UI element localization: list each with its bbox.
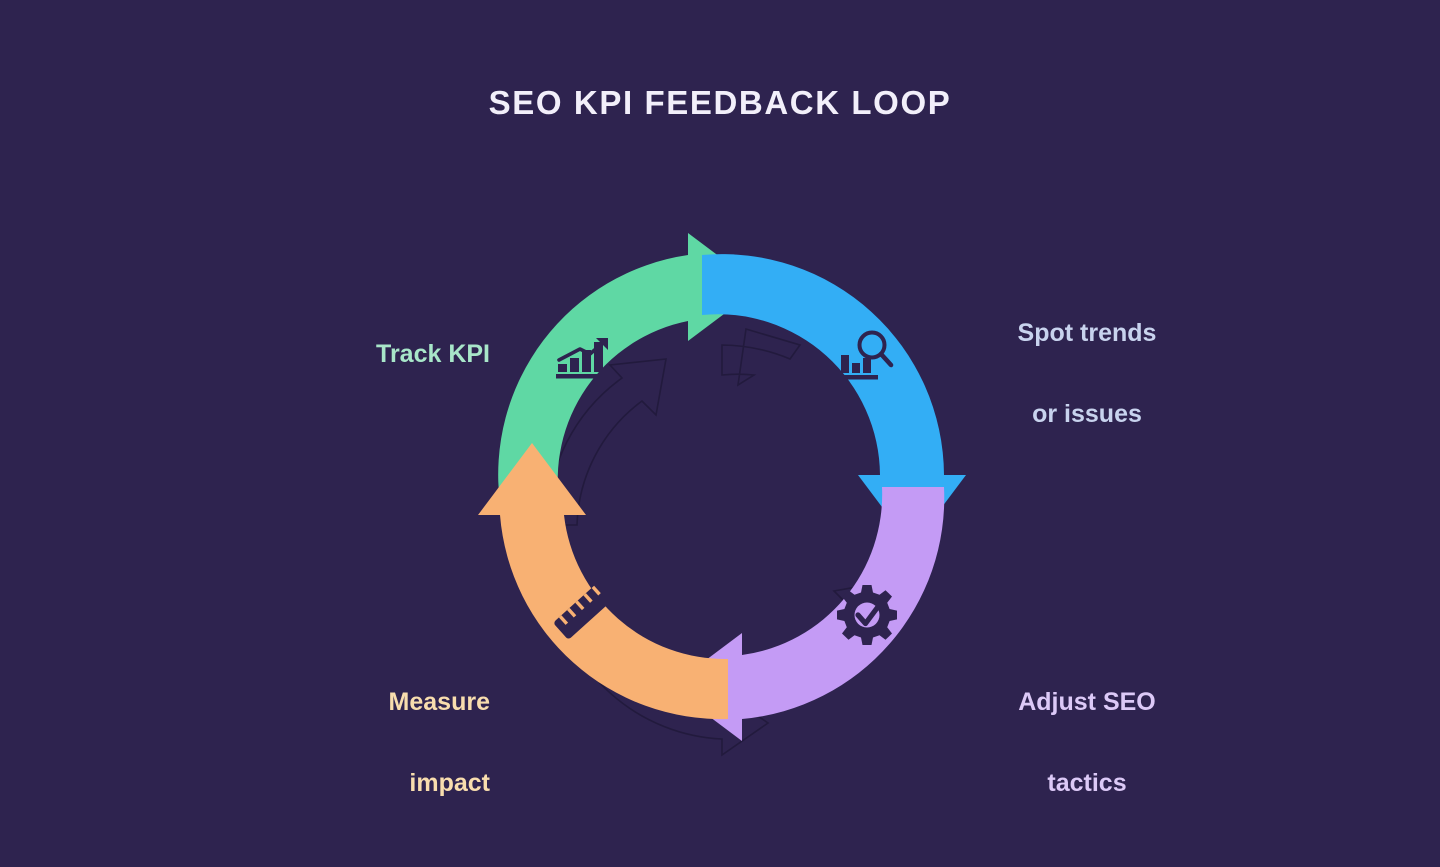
label-adjust-seo-line1: Adjust SEO bbox=[1018, 687, 1156, 716]
segment-spot-trends[interactable] bbox=[702, 254, 966, 547]
label-measure-impact-line2: impact bbox=[409, 768, 490, 797]
label-adjust-seo: Adjust SEO tactics bbox=[952, 641, 1222, 844]
label-spot-trends: Spot trends or issues bbox=[952, 272, 1222, 475]
label-track-kpi: Track KPI bbox=[230, 293, 490, 374]
segment-measure-impact[interactable] bbox=[478, 443, 728, 720]
gear-check-icon bbox=[837, 585, 897, 645]
label-adjust-seo-line2: tactics bbox=[1047, 768, 1127, 797]
segment-track-kpi[interactable] bbox=[498, 233, 760, 507]
label-measure-impact: Measure impact bbox=[230, 641, 490, 844]
cycle-diagram bbox=[470, 225, 975, 765]
chart-growth-icon bbox=[556, 338, 608, 379]
label-track-kpi-line1: Track KPI bbox=[376, 339, 490, 368]
label-measure-impact-line1: Measure bbox=[388, 687, 490, 716]
segment-adjust-seo[interactable] bbox=[670, 487, 945, 741]
chart-search-icon bbox=[838, 330, 894, 380]
label-spot-trends-line1: Spot trends bbox=[1017, 318, 1157, 347]
label-spot-trends-line2: or issues bbox=[1032, 399, 1142, 428]
ruler-icon bbox=[554, 582, 613, 639]
cycle-ring-svg bbox=[478, 233, 966, 757]
page-title: SEO KPI FEEDBACK LOOP bbox=[488, 84, 952, 121]
